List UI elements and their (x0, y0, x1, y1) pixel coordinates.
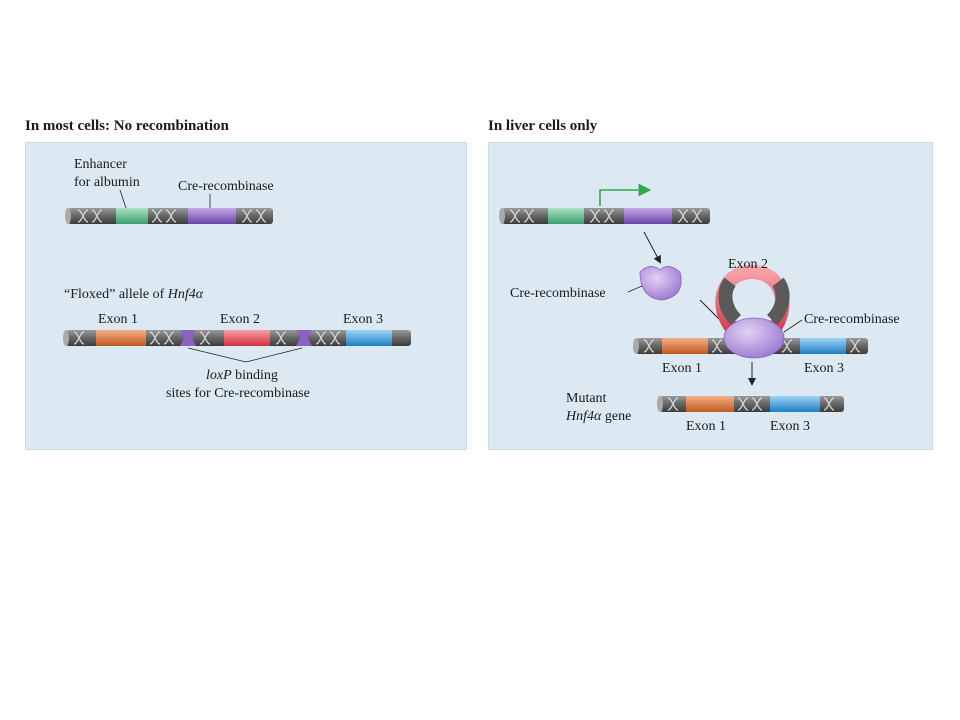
exon2-loop-label: Exon 2 (728, 257, 768, 272)
exon1-label: Exon 1 (98, 312, 138, 327)
cre-protein-icon (639, 266, 682, 301)
recomb-exon3-label: Exon 3 (804, 361, 844, 376)
enhancer-label-2: for albumin (74, 175, 140, 190)
loxp-label-1: loxP binding (206, 368, 278, 383)
loxp-label-2: sites for Cre-recombinase (166, 386, 310, 401)
exon3-label: Exon 3 (343, 312, 383, 327)
cre-complex-label: Cre-recombinase (804, 312, 900, 327)
mutant-label-1: Mutant (566, 391, 607, 406)
cre-gene-segment (188, 208, 236, 224)
mutant-label-2: Hnf4α gene (565, 409, 631, 424)
mutant-gene-dna (657, 396, 844, 412)
left-panel (25, 142, 467, 450)
floxed-allele-label: “Floxed” allele of Hnf4α (64, 287, 204, 302)
loxp-site-1 (180, 330, 196, 346)
cre-complex-icon (723, 317, 785, 359)
mutant-exon1-label: Exon 1 (686, 419, 726, 434)
right-panel-title: In liver cells only (488, 118, 598, 134)
promoter-arrow-icon (599, 183, 652, 206)
exon1-segment (96, 330, 146, 346)
exon2-segment (224, 330, 270, 346)
left-panel-title: In most cells: No recombination (25, 118, 229, 134)
enhancer-label-1: Enhancer (74, 157, 127, 172)
exon3-segment (346, 330, 392, 346)
floxed-allele-dna (63, 330, 411, 346)
cre-label: Cre-recombinase (178, 179, 274, 194)
exon2-label: Exon 2 (220, 312, 260, 327)
enhancer-cre-construct (65, 208, 273, 224)
liver-enhancer-cre-construct (499, 208, 710, 224)
mutant-exon3-label: Exon 3 (770, 419, 810, 434)
enhancer-segment (116, 208, 148, 224)
cre-protein-label: Cre-recombinase (510, 286, 606, 301)
recomb-exon1-label: Exon 1 (662, 361, 702, 376)
loxp-site-2 (296, 330, 312, 346)
